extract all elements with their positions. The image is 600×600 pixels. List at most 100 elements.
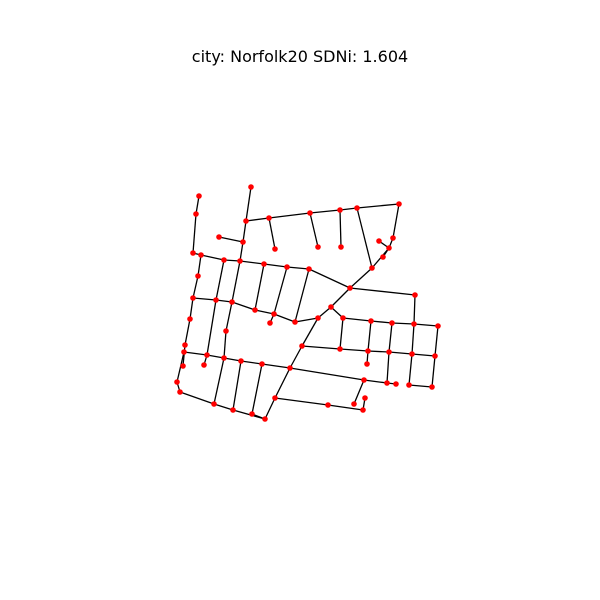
intersection-node — [252, 307, 258, 313]
street-edge — [342, 317, 372, 322]
street-edge — [413, 294, 416, 325]
intersection-node — [181, 349, 187, 355]
street-edge — [370, 320, 393, 324]
intersection-node — [287, 365, 293, 371]
intersection-node — [221, 257, 227, 263]
intersection-node — [337, 207, 343, 213]
street-edge — [367, 350, 390, 353]
intersection-node — [361, 377, 367, 383]
street-edge — [268, 217, 276, 250]
street-edge — [263, 263, 288, 268]
street-edge — [254, 263, 265, 311]
street-edge — [213, 357, 225, 405]
street-edge — [264, 397, 276, 420]
intersection-node — [238, 358, 244, 364]
intersection-node — [216, 234, 222, 240]
intersection-node — [213, 297, 219, 303]
intersection-node — [195, 273, 201, 279]
street-edge — [231, 301, 256, 311]
intersection-node — [393, 381, 399, 387]
intersection-node — [307, 210, 313, 216]
intersection-node — [221, 355, 227, 361]
street-edge — [195, 195, 200, 215]
intersection-node — [384, 380, 390, 386]
intersection-node — [338, 244, 344, 250]
street-edge — [339, 317, 344, 350]
intersection-node — [328, 304, 334, 310]
intersection-node — [389, 320, 395, 326]
intersection-node — [198, 252, 204, 258]
street-edge — [213, 403, 234, 411]
intersection-node — [432, 353, 438, 359]
street-edge — [330, 287, 351, 308]
intersection-node — [229, 299, 235, 305]
intersection-node — [211, 401, 217, 407]
intersection-node — [180, 363, 186, 369]
intersection-node — [272, 246, 278, 252]
street-edge — [388, 322, 393, 353]
intersection-node — [266, 215, 272, 221]
street-edge — [363, 379, 388, 384]
intersection-node — [261, 261, 267, 267]
intersection-node — [193, 211, 199, 217]
intersection-node — [174, 379, 180, 385]
intersection-node — [243, 218, 249, 224]
street-edge — [239, 260, 265, 265]
intersection-node — [360, 407, 366, 413]
intersection-node — [337, 346, 343, 352]
intersection-node — [240, 239, 246, 245]
street-edge — [408, 353, 413, 386]
graph-title: city: Norfolk20 SDNi: 1.604 — [191, 47, 409, 66]
street-edge — [339, 348, 369, 352]
intersection-node — [230, 407, 236, 413]
street-edge — [268, 212, 311, 219]
intersection-node — [204, 352, 210, 358]
intersection-node — [190, 250, 196, 256]
street-edge — [327, 404, 364, 411]
street-edge — [317, 306, 332, 319]
street-edge — [251, 363, 263, 415]
street-edge — [274, 367, 291, 399]
street-edge — [261, 363, 291, 369]
street-edge — [349, 267, 373, 289]
street-edge — [273, 266, 288, 315]
intersection-node — [325, 402, 331, 408]
intersection-node — [362, 395, 368, 401]
street-edge — [254, 309, 275, 315]
street-edge — [392, 203, 400, 239]
street-edge — [225, 301, 233, 332]
street-edge — [215, 259, 225, 301]
street-edge — [391, 322, 415, 325]
street-edge — [309, 209, 341, 214]
street-edge — [231, 260, 241, 303]
street-edge — [242, 220, 247, 243]
intersection-node — [376, 238, 382, 244]
street-edge — [411, 323, 415, 355]
street-edge — [367, 320, 372, 352]
intersection-node — [248, 184, 254, 190]
street-edge — [192, 213, 197, 254]
intersection-node — [237, 258, 243, 264]
intersection-node — [292, 319, 298, 325]
intersection-node — [364, 361, 370, 367]
intersection-node — [272, 395, 278, 401]
street-edge — [245, 186, 252, 222]
street-edge — [200, 254, 225, 261]
street-edge — [286, 266, 310, 270]
street-edge — [308, 268, 351, 289]
intersection-node — [201, 362, 207, 368]
street-edge — [289, 367, 365, 381]
street-edge — [301, 317, 319, 347]
street-edges — [176, 186, 439, 420]
street-edge — [274, 397, 329, 406]
street-edge — [232, 360, 242, 411]
intersection-node — [412, 292, 418, 298]
street-edge — [356, 207, 373, 269]
intersection-nodes — [174, 184, 441, 422]
intersection-node — [386, 245, 392, 251]
street-edge — [182, 344, 186, 367]
intersection-node — [182, 342, 188, 348]
intersection-node — [177, 389, 183, 395]
intersection-node — [306, 266, 312, 272]
intersection-node — [347, 285, 353, 291]
